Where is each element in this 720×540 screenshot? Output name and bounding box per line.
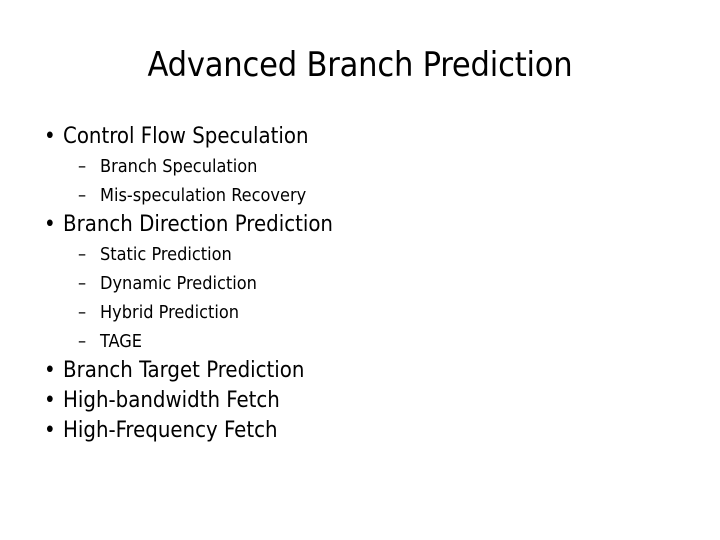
dash-icon: – xyxy=(78,185,87,206)
bullet-dot-icon: • xyxy=(44,388,56,413)
dash-icon: – xyxy=(78,302,87,323)
subbullet-item-hybrid-prediction: – Hybrid Prediction xyxy=(36,298,684,327)
dash-icon: – xyxy=(78,156,87,177)
dash-icon: – xyxy=(78,273,87,294)
subbullet-label: Hybrid Prediction xyxy=(100,302,239,323)
subbullet-item-static-prediction: – Static Prediction xyxy=(36,240,684,269)
bullet-label: High-bandwidth Fetch xyxy=(63,388,280,413)
subbullet-label: Mis-speculation Recovery xyxy=(100,185,307,206)
subbullet-label: Static Prediction xyxy=(100,244,232,265)
bullet-item-branch-target-prediction: • Branch Target Prediction xyxy=(36,356,684,386)
slide-title: Advanced Branch Prediction xyxy=(147,45,573,85)
bullet-item-high-bandwidth-fetch: • High-bandwidth Fetch xyxy=(36,386,684,416)
bullet-item-branch-direction-prediction: • Branch Direction Prediction xyxy=(36,210,684,240)
bullet-dot-icon: • xyxy=(44,358,56,383)
outline-list-level2-group-2: – Static Prediction – Dynamic Prediction… xyxy=(36,240,684,356)
slide-body: • Control Flow Speculation – Branch Spec… xyxy=(36,122,684,446)
bullet-label: Branch Target Prediction xyxy=(63,358,305,383)
subbullet-label: Branch Speculation xyxy=(100,156,258,177)
subbullet-item-tage: – TAGE xyxy=(36,327,684,356)
bullet-label: High-Frequency Fetch xyxy=(63,418,278,443)
bullet-label: Control Flow Speculation xyxy=(63,124,309,149)
dash-icon: – xyxy=(78,331,87,352)
bullet-label: Branch Direction Prediction xyxy=(63,212,333,237)
bullet-dot-icon: • xyxy=(44,212,56,237)
dash-icon: – xyxy=(78,244,87,265)
subbullet-item-dynamic-prediction: – Dynamic Prediction xyxy=(36,269,684,298)
subbullet-label: TAGE xyxy=(100,331,143,352)
subbullet-item-branch-speculation: – Branch Speculation xyxy=(36,152,684,181)
bullet-item-high-frequency-fetch: • High-Frequency Fetch xyxy=(36,416,684,446)
subbullet-label: Dynamic Prediction xyxy=(100,273,257,294)
bullet-dot-icon: • xyxy=(44,418,56,443)
outline-list-level2-group-1: – Branch Speculation – Mis-speculation R… xyxy=(36,152,684,210)
bullet-dot-icon: • xyxy=(44,124,56,149)
bullet-item-control-flow-speculation: • Control Flow Speculation xyxy=(36,122,684,152)
outline-list-level1: • Control Flow Speculation – Branch Spec… xyxy=(36,122,684,446)
subbullet-item-mis-speculation-recovery: – Mis-speculation Recovery xyxy=(36,181,684,210)
